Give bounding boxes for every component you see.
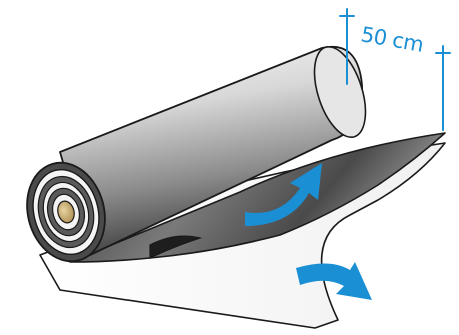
width-label: 50 cm bbox=[359, 22, 425, 57]
